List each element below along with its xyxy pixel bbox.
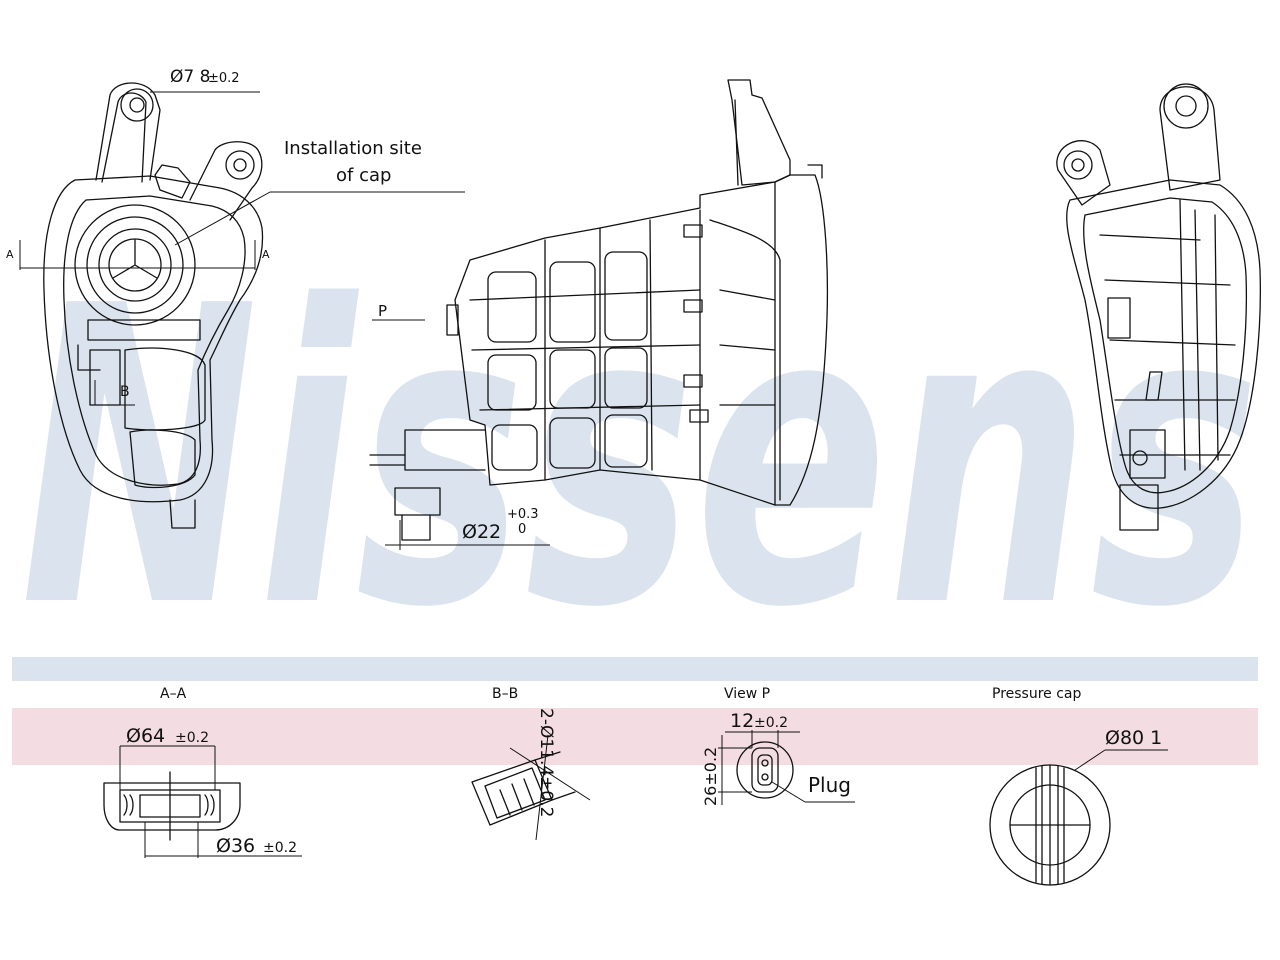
view-p-width-dimension: 12 [730,710,754,732]
aa-inner-diameter: Ø36 [216,835,255,857]
detail-view-p-title: View P [724,686,770,702]
plug-label: Plug [808,773,851,797]
view-p-height-dimension: 26±0.2 [701,747,720,806]
detail-bb-section [471,751,576,826]
detail-bb-title: B–B [492,686,518,702]
detail-aa-title: A–A [160,686,187,702]
side-view-dimensions [372,319,550,550]
nissens-watermark: Nissens [20,219,1260,697]
pressure-cap-drawing [989,764,1111,886]
detail-bb-dimensions [509,734,591,841]
detail-aa-section [103,771,241,841]
section-marker-a-left: A [6,248,14,261]
bolt-hole-tolerance: ±0.2 [208,71,240,86]
section-marker-b: B [120,384,130,400]
section-marker-a-right: A [262,248,270,261]
tank-side-view [369,79,829,541]
aa-inner-tolerance: ±0.2 [263,840,297,856]
aa-outer-tolerance: ±0.2 [175,730,209,746]
outlet-tolerance-lower: 0 [518,522,526,537]
outlet-diameter-dimension: Ø22 [462,521,501,543]
installation-note-line1: Installation site [284,138,422,159]
pressure-cap-dimension-lines [1074,749,1168,771]
bolt-hole-dimension: Ø7 8 [170,67,210,87]
blue-band [12,657,1258,681]
view-p-marker: P [378,302,387,320]
installation-note-line2: of cap [336,165,391,186]
tank-rear-view [1056,83,1261,531]
pressure-cap-diameter: Ø80 1 [1105,727,1162,749]
detail-pressure-cap-title: Pressure cap [992,686,1082,702]
tank-top-view [43,82,264,529]
view-p-width-tolerance: ±0.2 [754,715,788,731]
top-view-dimensions [19,91,465,406]
pink-band [12,708,1258,765]
detail-aa-dimensions [119,745,302,858]
outlet-tolerance-upper: +0.3 [507,507,539,522]
bb-hole-dimension: 2-Ø11.4±0.2 [536,708,556,817]
view-p-dimensions [718,730,855,805]
aa-outer-diameter: Ø64 [126,725,165,747]
detail-view-p-plug [736,741,794,799]
